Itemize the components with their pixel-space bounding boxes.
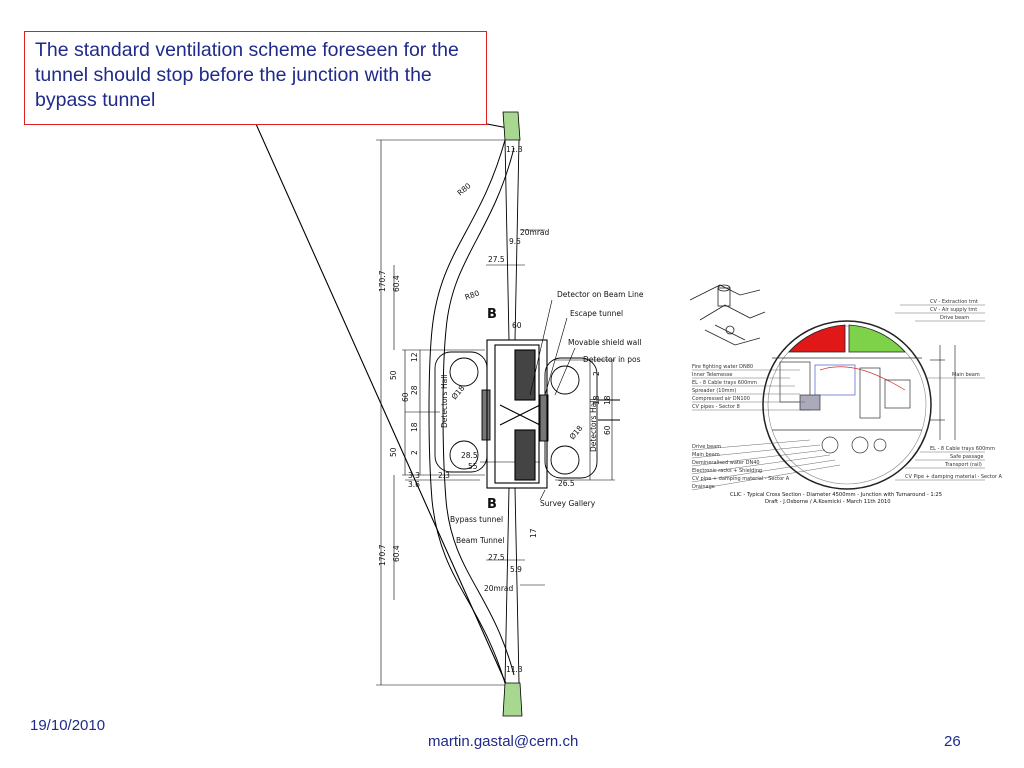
label-beam-tunnel: Beam Tunnel: [456, 536, 504, 545]
beam-tunnel: [504, 139, 520, 684]
dim-phi18-b: Ø18: [568, 423, 585, 441]
footer-date: 19/10/2010: [30, 717, 106, 734]
cross-section-right-leaders: [895, 304, 985, 481]
pointer-line-bottom: [255, 123, 509, 689]
xs-label-left-9: Electronic racks + Shielding: [692, 468, 762, 474]
xs-label-left-1: Inner Telemesse: [692, 372, 733, 378]
cross-section-drawing: Fire fighting water DN80 Inner Telemesse…: [689, 284, 1003, 505]
dim-18-right: 18: [592, 395, 601, 405]
callout-pointer-lines: [255, 123, 509, 689]
dim-170-7-bot: 170.7: [378, 544, 387, 566]
dim-170-7-top: 170.7: [378, 270, 387, 292]
xs-label-right-4: EL - 8 Cable trays 600mm: [930, 446, 995, 452]
label-r80-mid: R80: [464, 288, 481, 302]
dim-2-right: 2: [592, 371, 601, 376]
xs-label-left-10: CV pipe + damping material - Sector A: [692, 476, 790, 482]
dim-11-3-top: 11.3: [506, 145, 523, 154]
ventilation-sector-green: [848, 324, 906, 353]
dim-5-9: 5.9: [510, 565, 522, 574]
dim-12: 12: [410, 352, 419, 362]
footer-page-number: 26: [944, 733, 961, 750]
dim-2-3: 2.3: [438, 471, 450, 480]
central-cavern: [486, 339, 620, 489]
xs-label-right-6: Transport (rail): [944, 462, 982, 468]
label-detectors-hall-right: Detectors Hall: [589, 399, 598, 452]
bypass-tunnel: [428, 139, 515, 684]
xs-label-left-8: Demineralised water DN40: [692, 460, 760, 466]
tunnel-cross-section-circle: [762, 320, 932, 490]
xs-label-right-7: CV Pipe + damping material - Sector A: [905, 474, 1003, 480]
dim-55: 55: [468, 462, 478, 471]
dim-3-6: 3.6: [408, 480, 420, 489]
isometric-sketch: [689, 284, 766, 346]
ventilation-end-bottom: [502, 682, 523, 717]
xs-label-left-3: Spreader (10mm): [692, 388, 736, 394]
xs-label-left-6: Drive beam: [692, 444, 721, 450]
xs-label-left-11: Drainage: [692, 484, 715, 490]
tunnel-equipment: [772, 345, 956, 454]
tunnel-plan-drawing: Detector on Beam Line Escape tunnel Mova…: [376, 111, 644, 717]
dim-28-5: 28.5: [461, 451, 478, 460]
dimension-lines: [376, 139, 615, 686]
ventilation-sector-red: [788, 324, 846, 353]
callout-box: The standard ventilation scheme foreseen…: [24, 31, 487, 125]
dim-60-4-top: 60.4: [392, 275, 401, 292]
label-escape-tunnel: Escape tunnel: [570, 309, 623, 318]
xs-label-left-7: Main beam: [692, 452, 720, 458]
xs-label-right-5: Safe passage: [950, 454, 983, 460]
cross-section-right-labels: CV - Extraction tmt CV - Air supply tmt …: [905, 299, 1003, 480]
dim-11-3-bot: 11.3: [506, 665, 523, 674]
dim-60-mid: 60: [401, 392, 410, 402]
dim-50-top: 50: [389, 370, 398, 380]
label-survey-gallery: Survey Gallery: [540, 499, 596, 508]
xs-label-left-4: Compressed air DN100: [692, 396, 750, 402]
ventilation-end-top: [502, 111, 521, 141]
label-mrad-bottom: 20mrad: [484, 584, 514, 593]
dim-50-bot: 50: [389, 447, 398, 457]
footer-email: martin.gastal@cern.ch: [428, 733, 579, 750]
dim-60-4-bot: 60.4: [392, 545, 401, 562]
label-detectors-hall-left: Detectors Hall: [440, 375, 449, 428]
dim-18-a: 18: [410, 422, 419, 432]
cross-section-title: CLIC - Typical Cross Section - Diameter …: [730, 492, 942, 498]
dim-2: 2: [410, 450, 419, 455]
dim-26-5: 26.5: [558, 479, 575, 488]
xs-label-right-1: CV - Air supply tmt: [930, 307, 977, 313]
xs-label-left-0: Fire fighting water DN80: [692, 364, 753, 370]
dim-60-right: 60: [603, 425, 612, 435]
label-movable-shield: Movable shield wall: [568, 338, 641, 347]
cross-section-left-labels: Fire fighting water DN80 Inner Telemesse…: [692, 364, 790, 490]
label-mrad-top: 20mrad: [520, 228, 550, 237]
xs-label-left-2: EL - 8 Cable trays 600mm: [692, 380, 757, 386]
cross-section-draft: Draft - J.Osborne / A.Kosmicki - March 1…: [765, 499, 891, 505]
dim-18-right-c: 18: [603, 395, 612, 405]
label-detector-in-pos: Detector in pos: [583, 355, 641, 364]
label-bypass-tunnel: Bypass tunnel: [450, 515, 503, 524]
dim-9-5: 9.5: [509, 237, 521, 246]
callout-text: The standard ventilation scheme foreseen…: [35, 39, 459, 111]
dim-27-5-top: 27.5: [488, 255, 505, 264]
dim-27-5-bot: 27.5: [488, 553, 505, 562]
label-section-b-top: B: [487, 307, 497, 322]
dim-17: 17: [529, 528, 538, 538]
xs-label-right-0: CV - Extraction tmt: [930, 299, 978, 305]
cross-section-left-leaders: [691, 369, 841, 491]
dim-28: 28: [410, 385, 419, 395]
xs-label-right-2: Drive beam: [940, 315, 969, 321]
label-detector-on-beam: Detector on Beam Line: [557, 290, 644, 299]
label-section-b-bottom: B: [487, 497, 497, 512]
label-r80-top: R80: [456, 181, 473, 198]
dim-3-3: 3.3: [408, 471, 420, 480]
xs-label-left-5: CV pipes - Sector 8: [692, 404, 740, 410]
xs-label-right-3: Main beam: [952, 372, 980, 378]
label-leaders: [529, 299, 576, 501]
dim-60-top: 60: [512, 321, 522, 330]
